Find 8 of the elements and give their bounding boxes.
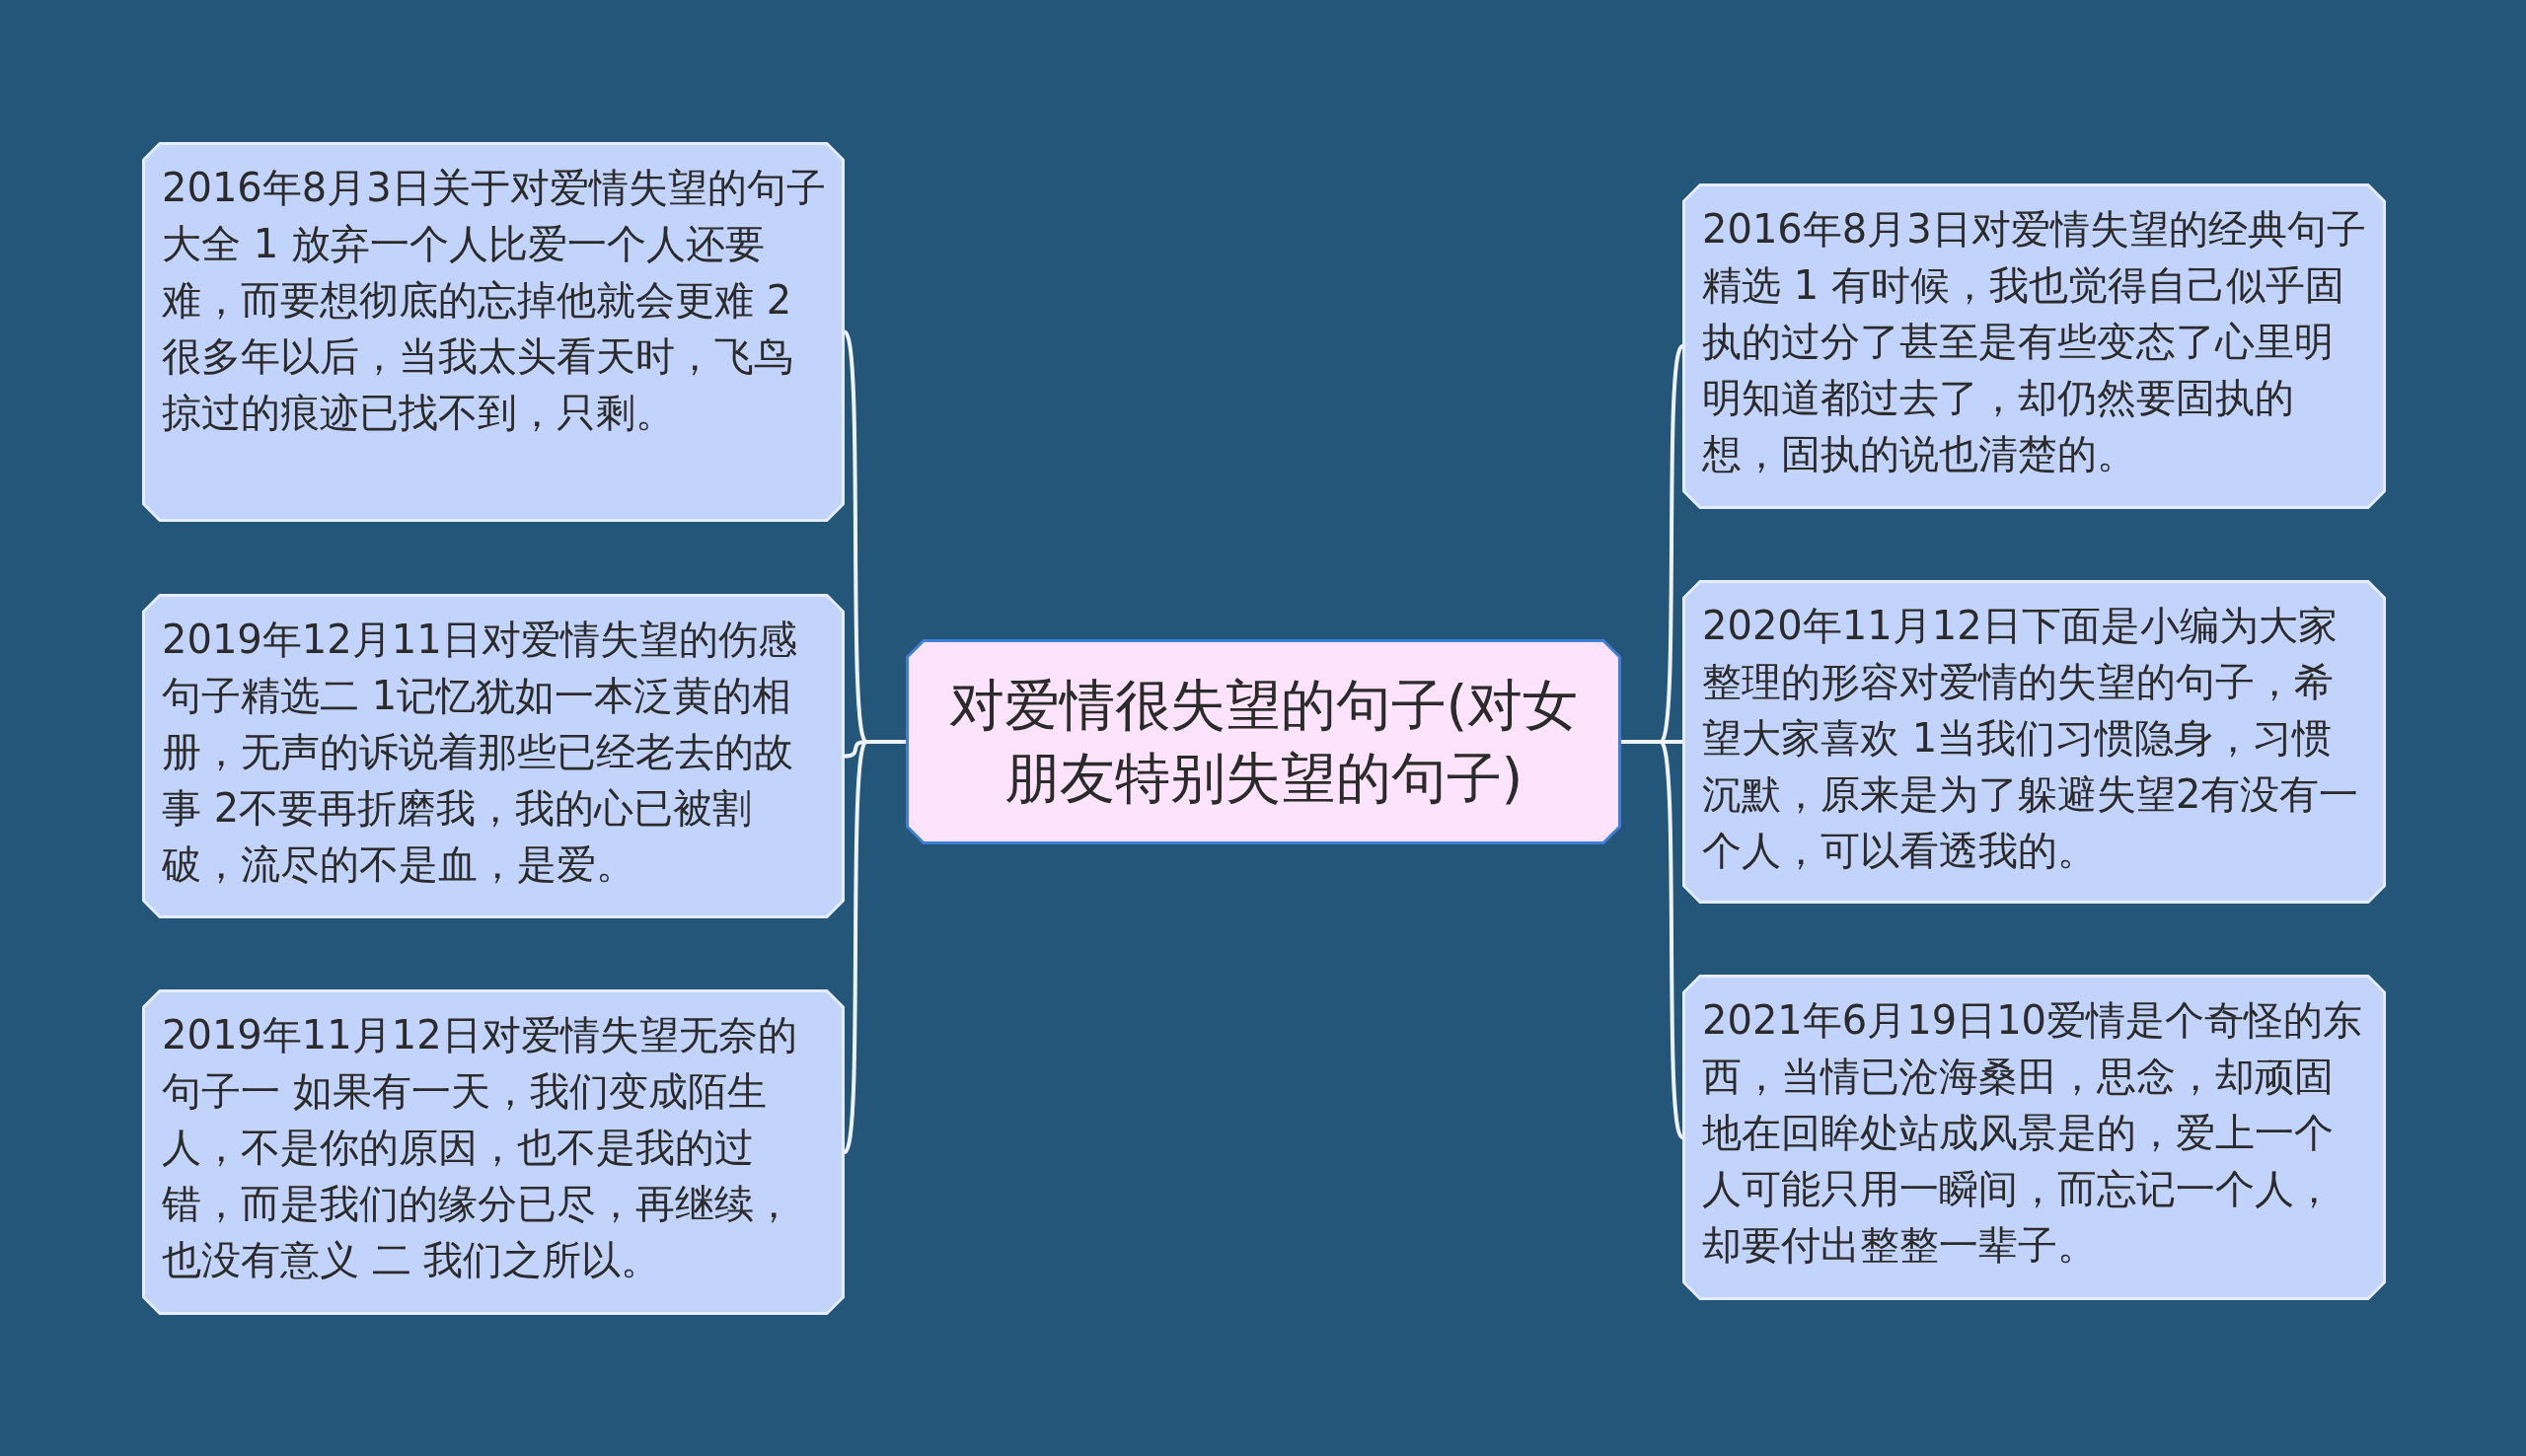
text-box: 2016年8月3日对爱情失望的经典句子精选 1 有时候，我也觉得自己似乎固执的过分了甚至是有些变态了心里明明知道都过去了，却仍然要固执的想，固执的说也清楚的。 (1682, 183, 2386, 509)
text-box: 2021年6月19日10爱情是个奇怪的东西，当情已沧海桑田，思念，却顽固地在回眸处站成风景是的，爱上一个人可能只用一瞬间，而忘记一个人，却要付出整整一辈子。 (1682, 975, 2386, 1300)
connector-line (1621, 740, 1684, 1138)
text-box: 2020年11月12日下面是小编为大家整理的形容对爱情的失望的句子，希望大家喜欢 1当我们习惯隐身，习惯沉默，原来是为了躲避失望2有没有一个人，可以看透我的。 (1682, 580, 2386, 904)
text-box: 2019年11月12日对爱情失望无奈的句子一 如果有一天，我们变成陌生人，不是你的原因，也不是我的过错，而是我们的缘分已尽，再继续，也没有意义 二 我们之所以。 (142, 989, 845, 1315)
topic-box: 对爱情很失望的句子(对女朋友特别失望的句子) (906, 639, 1621, 844)
text-box: 2019年12月11日对爱情失望的伤感句子精选二 1记忆犹如一本泛黄的相册，无声的诉说着那些已经老去的故事 2不要再折磨我，我的心已被割破，流尽的不是血，是爱。 (142, 594, 845, 918)
text-box: 2016年8月3日关于对爱情失望的句子大全 1 放弃一个人比爱一个人还要难，而要想彻底的忘掉他就会更难 2 很多年以后，当我太头看天时，飞鸟掠过的痕迹已找不到，只剩。 (142, 142, 845, 522)
